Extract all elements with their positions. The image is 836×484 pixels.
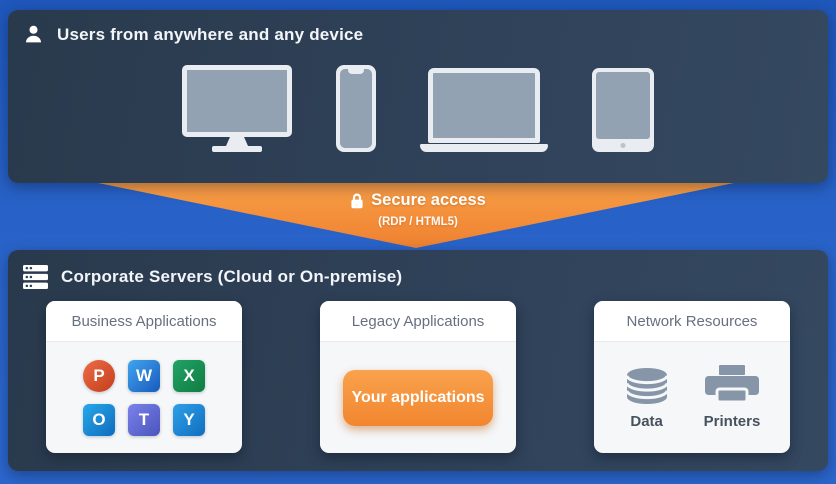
resource-printers: Printers xyxy=(703,365,761,430)
card-legacy-applications: Legacy Applications Your applications xyxy=(320,301,516,453)
card-title: Legacy Applications xyxy=(320,301,516,342)
office-apps-grid: P W X O T Y xyxy=(83,359,205,436)
outlook-icon: O xyxy=(83,403,115,436)
card-title: Business Applications xyxy=(46,301,242,342)
yammer-icon: Y xyxy=(173,403,205,436)
smartphone-icon xyxy=(336,65,376,152)
card-business-applications: Business Applications P W X O T Y xyxy=(46,301,242,453)
monitor-base xyxy=(212,146,262,152)
excel-icon: X xyxy=(173,359,205,392)
users-panel: Users from anywhere and any device xyxy=(8,10,828,183)
resource-label: Data xyxy=(630,413,663,430)
tablet-screen xyxy=(596,72,650,139)
smartphone-screen xyxy=(340,69,372,148)
powerpoint-icon: P xyxy=(83,359,115,392)
user-icon xyxy=(23,24,44,45)
server-icon xyxy=(23,264,48,290)
server-cards-row: Business Applications P W X O T Y Legacy… xyxy=(46,301,790,453)
resource-label: Printers xyxy=(703,413,761,430)
resources-row: Data xyxy=(624,365,761,430)
monitor-stand xyxy=(226,137,248,146)
servers-panel: Corporate Servers (Cloud or On-premise) … xyxy=(8,250,828,471)
card-network-resources: Network Resources xyxy=(594,301,790,453)
laptop-screen xyxy=(428,68,540,143)
monitor-screen xyxy=(182,65,292,137)
resource-data: Data xyxy=(624,368,670,430)
printer-icon xyxy=(704,365,760,404)
card-title: Network Resources xyxy=(594,301,790,342)
database-icon xyxy=(624,368,670,404)
teams-icon: T xyxy=(128,403,160,436)
secure-access-funnel xyxy=(98,183,734,248)
servers-panel-header: Corporate Servers (Cloud or On-premise) xyxy=(8,250,828,290)
laptop-icon xyxy=(420,68,548,152)
users-panel-header: Users from anywhere and any device xyxy=(8,10,828,45)
users-panel-title: Users from anywhere and any device xyxy=(57,24,364,44)
devices-row xyxy=(8,65,828,152)
laptop-base xyxy=(420,144,548,152)
word-icon: W xyxy=(128,359,160,392)
your-applications-button[interactable]: Your applications xyxy=(343,369,493,426)
smartphone-notch xyxy=(348,69,364,74)
monitor-icon xyxy=(182,65,292,152)
tablet-icon xyxy=(592,68,654,152)
servers-panel-title: Corporate Servers (Cloud or On-premise) xyxy=(61,267,403,286)
tablet-home-button xyxy=(620,143,626,148)
